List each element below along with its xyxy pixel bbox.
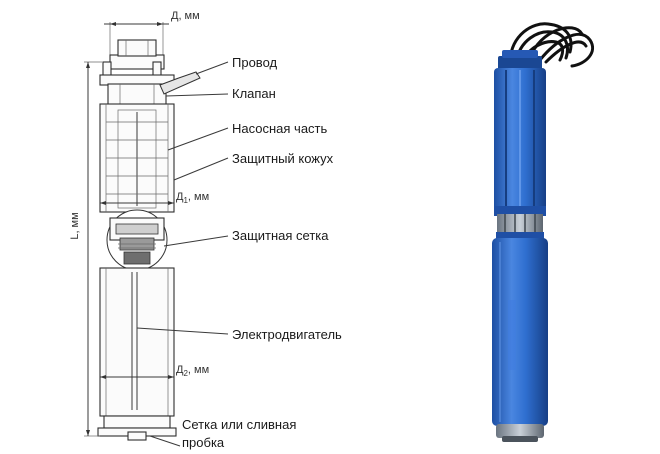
bolt-right — [152, 61, 162, 77]
dimension-d1-label: Д1, мм — [176, 191, 209, 205]
drain-plug-drawing — [97, 415, 177, 441]
dimension-l: L, мм — [69, 61, 102, 437]
pump-photo — [492, 22, 595, 442]
label-pump-section: Насосная часть — [232, 121, 328, 136]
dimension-d1: Д1, мм — [100, 191, 209, 205]
bolt-left — [102, 61, 112, 77]
dimension-l-label: L, мм — [69, 212, 81, 239]
pump-section — [99, 103, 175, 213]
label-drain-line2: пробка — [182, 435, 225, 450]
callout-labels: Провод Клапан Насосная часть Защитный ко… — [182, 55, 342, 450]
label-protective-screen: Защитная сетка — [232, 228, 329, 243]
dimension-d: Д, мм — [104, 10, 200, 60]
pump-head — [99, 39, 175, 107]
leader-lines — [136, 61, 229, 447]
bottom-cap — [496, 424, 544, 438]
motor-nameplate — [508, 300, 516, 370]
cable-drawing — [159, 71, 201, 95]
label-wire: Провод — [232, 55, 278, 70]
dimension-d2: Д2, мм — [100, 364, 209, 379]
pump-head-cap — [498, 56, 542, 70]
intake-screen — [497, 214, 543, 234]
screen-section — [106, 209, 168, 271]
dimension-d-label: Д, мм — [171, 10, 200, 22]
pump-stages — [106, 121, 168, 195]
dimension-d2-label: Д2, мм — [176, 364, 209, 378]
motor-section — [99, 267, 175, 417]
technical-drawing: Д, мм — [69, 10, 342, 450]
label-drain-line1: Сетка или сливная — [182, 417, 296, 432]
label-electric-motor: Электродвигатель — [232, 327, 342, 342]
label-valve: Клапан — [232, 86, 276, 101]
label-protective-casing: Защитный кожух — [232, 151, 334, 166]
motor-body — [492, 238, 548, 426]
